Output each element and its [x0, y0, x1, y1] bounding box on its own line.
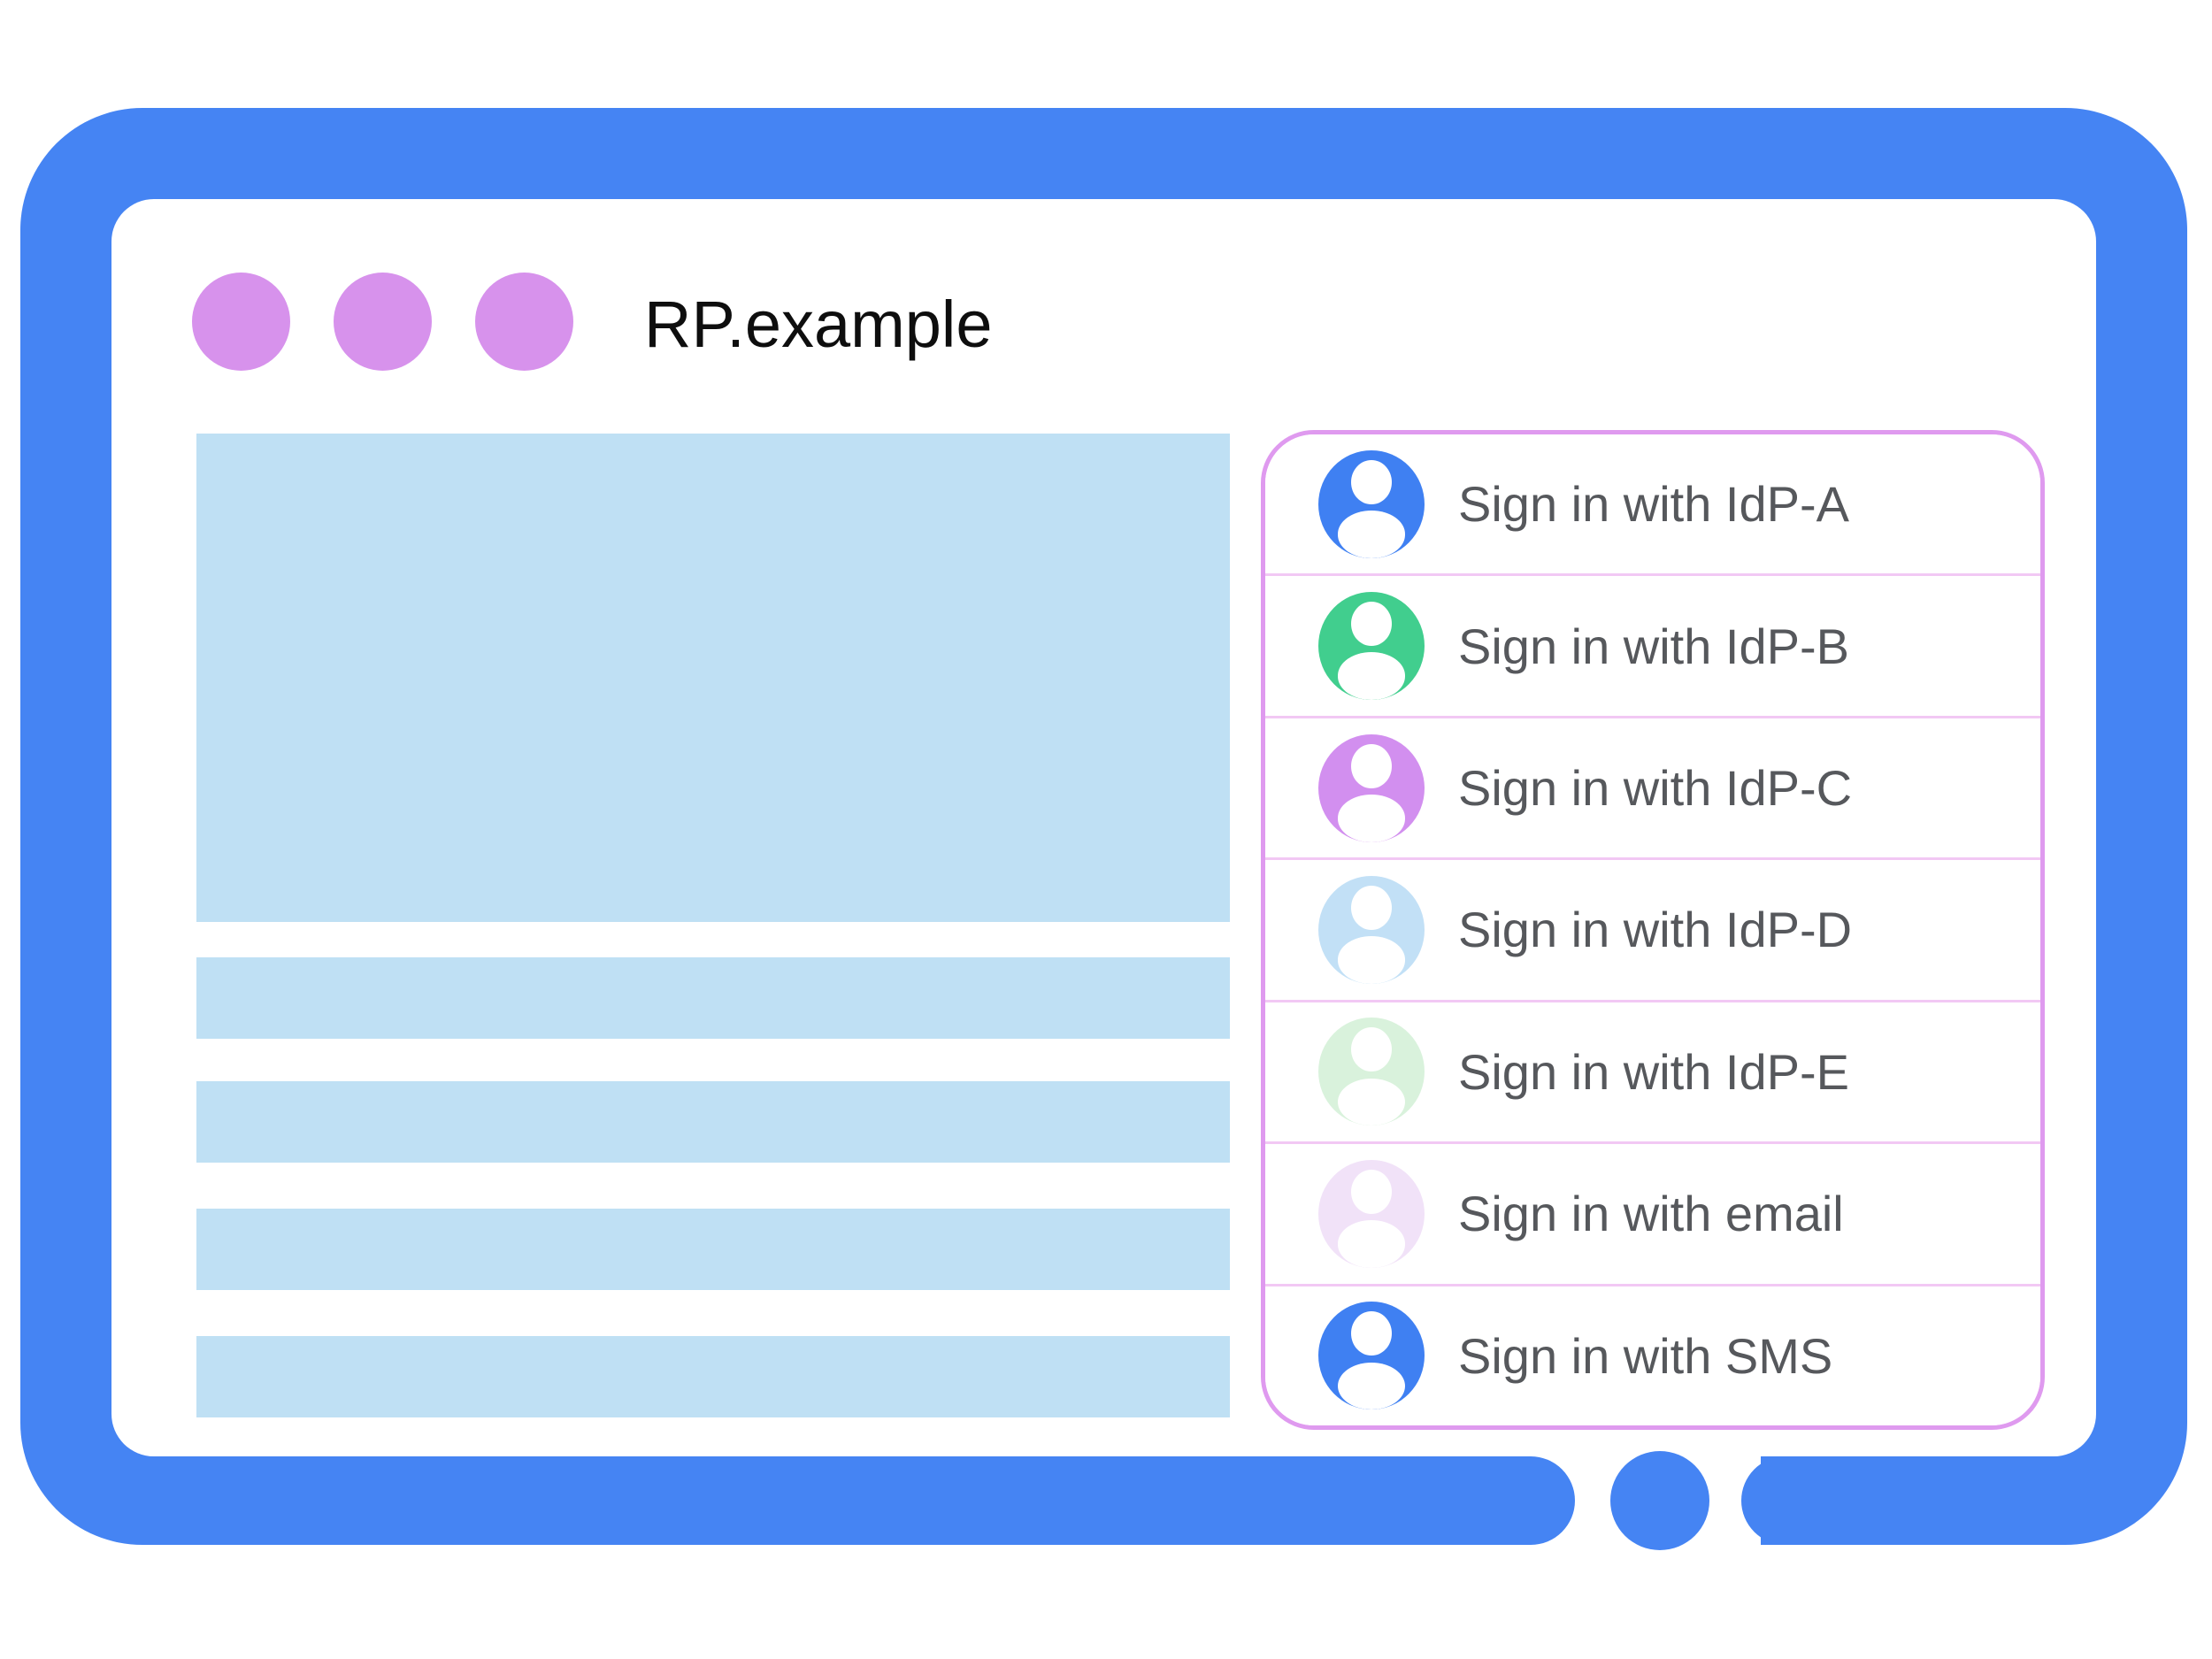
- avatar-body-shape: [1337, 511, 1406, 558]
- avatar-body-shape: [1337, 1078, 1406, 1126]
- avatar-body-shape: [1337, 936, 1406, 984]
- signin-option-row[interactable]: Sign in with SMS: [1265, 1283, 2040, 1425]
- content-placeholder-line: [196, 1209, 1230, 1290]
- signin-option-label: Sign in with IdP-D: [1458, 902, 1853, 958]
- window-control-dot-icon: [475, 273, 573, 371]
- signin-option-label: Sign in with IdP-B: [1458, 618, 1849, 674]
- person-avatar-icon: [1318, 875, 1425, 984]
- avatar-body-shape: [1337, 794, 1406, 842]
- person-avatar-icon: [1318, 1018, 1425, 1126]
- content-placeholder-hero: [196, 434, 1230, 922]
- avatar-head-shape: [1351, 1311, 1392, 1356]
- signin-option-row[interactable]: Sign in with IdP-D: [1265, 857, 2040, 1000]
- avatar-body-shape: [1337, 1220, 1406, 1268]
- signin-option-row[interactable]: Sign in with IdP-C: [1265, 715, 2040, 858]
- frame-notch-button-icon: [1610, 1451, 1709, 1550]
- signin-option-row[interactable]: Sign in with IdP-A: [1265, 434, 2040, 574]
- content-placeholder-line: [196, 957, 1230, 1039]
- signin-option-label: Sign in with IdP-A: [1458, 476, 1849, 533]
- signin-option-row[interactable]: Sign in with IdP-E: [1265, 999, 2040, 1142]
- avatar-body-shape: [1337, 1362, 1406, 1410]
- person-avatar-icon: [1318, 1302, 1425, 1410]
- avatar-head-shape: [1351, 1027, 1392, 1072]
- content-placeholder-line: [196, 1336, 1230, 1417]
- avatar-body-shape: [1337, 652, 1406, 701]
- avatar-head-shape: [1351, 1169, 1392, 1214]
- content-placeholder-line: [196, 1081, 1230, 1163]
- avatar-head-shape: [1351, 743, 1392, 788]
- avatar-head-shape: [1351, 885, 1392, 930]
- person-avatar-icon: [1318, 733, 1425, 842]
- avatar-head-shape: [1351, 602, 1392, 647]
- window-control-dot-icon: [192, 273, 290, 371]
- signin-panel: Sign in with IdP-A Sign in with IdP-B Si…: [1261, 430, 2045, 1430]
- signin-option-label: Sign in with IdP-C: [1458, 760, 1853, 817]
- avatar-head-shape: [1351, 459, 1392, 504]
- signin-option-label: Sign in with SMS: [1458, 1327, 1833, 1384]
- person-avatar-icon: [1318, 592, 1425, 701]
- signin-option-label: Sign in with IdP-E: [1458, 1043, 1849, 1100]
- person-avatar-icon: [1318, 449, 1425, 558]
- frame-notch-right-cap: [1741, 1456, 1814, 1545]
- signin-options-list: Sign in with IdP-A Sign in with IdP-B Si…: [1265, 434, 2040, 1425]
- signin-option-label: Sign in with email: [1458, 1186, 1844, 1242]
- frame-notch-left-cap: [1502, 1456, 1575, 1545]
- window-control-dot-icon: [334, 273, 432, 371]
- person-avatar-icon: [1318, 1159, 1425, 1268]
- signin-option-row[interactable]: Sign in with email: [1265, 1141, 2040, 1284]
- page-title: RP.example: [644, 288, 993, 361]
- signin-option-row[interactable]: Sign in with IdP-B: [1265, 573, 2040, 716]
